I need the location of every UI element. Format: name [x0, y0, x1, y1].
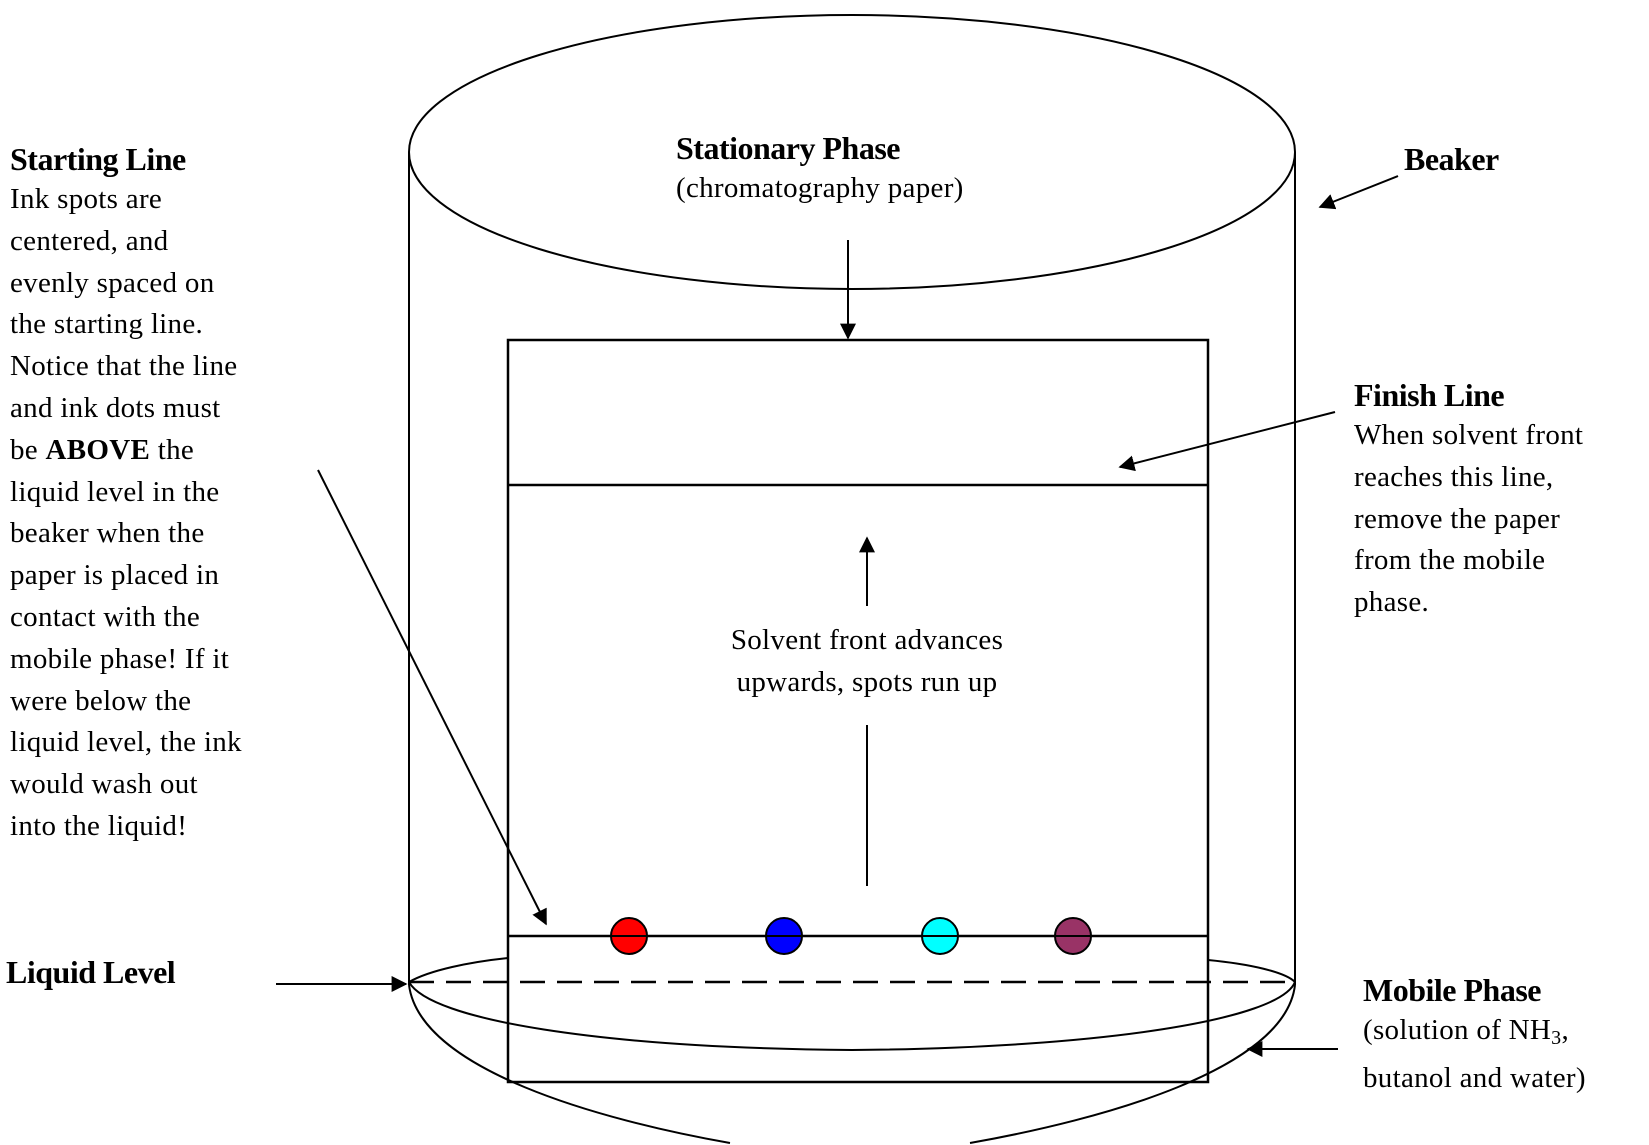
mobile-phase-text-2: butanol and water) [1363, 1061, 1586, 1094]
starting-line-arrow [317, 469, 547, 926]
finish-line-text-4: from the mobile [1354, 544, 1546, 577]
beaker [408, 14, 1296, 1144]
stationary-phase-label: Stationary Phase (chromatography paper) [676, 128, 964, 210]
mobile-phase-description: (solution of NH3, butanol and water) [1363, 1010, 1586, 1100]
stationary-phase-subtitle: (chromatography paper) [676, 172, 964, 204]
solvent-front-text-1: Solvent front advances [730, 624, 1004, 656]
starting-line-text-8: liquid level in the [10, 475, 220, 508]
starting-line-text-3: evenly spaced on [10, 266, 215, 299]
beaker-bottom-front-right [969, 984, 1296, 1144]
mobile-phase-title: Mobile Phase [1363, 972, 1541, 1008]
starting-line-description: Ink spots are centered, and evenly space… [10, 179, 242, 848]
finish-line-text-3: remove the paper [1354, 502, 1561, 535]
chromatography-paper [506, 338, 1210, 1084]
ink-spots [610, 917, 1092, 955]
the-suffix: the [150, 433, 195, 466]
beaker-bottom-front [408, 984, 731, 1144]
finish-line-text-1: When solvent front [1354, 419, 1584, 451]
finish-line-label: Finish Line When solvent front reaches t… [1354, 375, 1583, 624]
liquid-surface-back-left [408, 957, 509, 983]
starting-line-text-13: were below the [10, 684, 192, 717]
finish-line-title: Finish Line [1354, 377, 1505, 413]
finish-line-text-5: phase. [1354, 586, 1430, 619]
starting-line-text-10: paper is placed in [10, 559, 220, 592]
starting-line-text-11: contact with the [10, 600, 201, 633]
starting-line-text-4: the starting line. [10, 308, 204, 341]
mobile-phase-prefix: (solution of NH [1363, 1014, 1552, 1046]
starting-line-title: Starting Line [10, 141, 186, 177]
solvent-front-label: Solvent front advances upwards, spots ru… [662, 620, 1072, 704]
mobile-phase-comma: , [1561, 1014, 1570, 1046]
beaker-arrow [1318, 175, 1399, 210]
solvent-front-text-2: upwards, spots run up [736, 665, 998, 698]
liquid-level-label: Liquid Level [6, 954, 176, 990]
starting-line-text-2: centered, and [10, 224, 169, 257]
mobile-phase-text-1: (solution of NH3, [1363, 1010, 1586, 1052]
finish-line-arrow [1118, 411, 1336, 472]
finish-line-text-2: reaches this line, [1354, 460, 1554, 493]
nh3-subscript: 3 [1551, 1027, 1562, 1049]
finish-line-description: When solvent front reaches this line, re… [1354, 415, 1583, 624]
starting-line-text-6: and ink dots must [10, 391, 221, 424]
be-prefix: be [10, 433, 46, 466]
liquid-surface [408, 957, 1296, 1052]
starting-line-text-14: liquid level, the ink [10, 726, 242, 759]
liquid-surface-front [408, 981, 1296, 1052]
above-emphasis: ABOVE [45, 433, 151, 466]
starting-line-text-15: would wash out [10, 768, 198, 801]
starting-line-text-12: mobile phase! If it [10, 642, 230, 675]
mobile-phase-label: Mobile Phase (solution of NH3, butanol a… [1363, 970, 1586, 1100]
stationary-phase-title: Stationary Phase [676, 130, 900, 166]
arrows [276, 175, 1399, 1057]
starting-line-text-5: Notice that the line [10, 350, 238, 383]
starting-line-label: Starting Line Ink spots are centered, an… [10, 139, 242, 848]
starting-line-text-16: into the liquid! [10, 809, 188, 842]
starting-line-text-1: Ink spots are [10, 183, 163, 215]
starting-line-text-7: be ABOVE the [10, 430, 242, 472]
liquid-surface-back-right [1207, 959, 1296, 983]
starting-line-text-9: beaker when the [10, 517, 205, 550]
beaker-label: Beaker [1404, 141, 1499, 177]
